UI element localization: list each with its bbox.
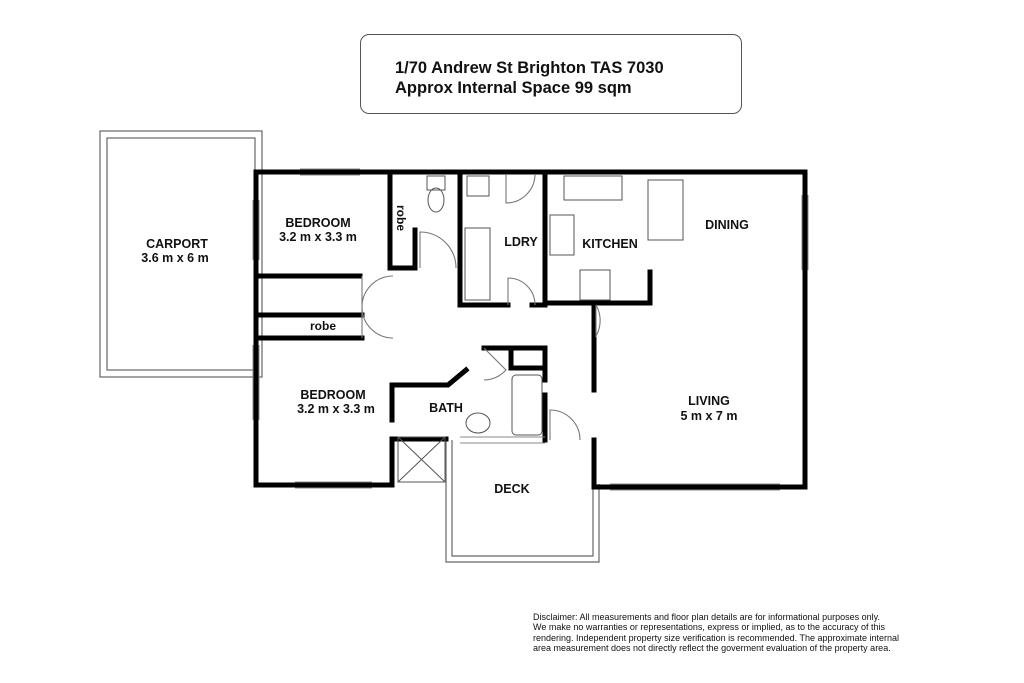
shower	[397, 436, 446, 483]
disclaimer: Disclaimer: All measurements and floor p…	[533, 612, 933, 653]
disclaimer-line: rendering. Independent property size ver…	[533, 632, 900, 643]
windows	[252, 168, 809, 491]
laundry-tub	[466, 175, 490, 197]
robe2-label: robe	[310, 319, 336, 333]
bathtub	[511, 374, 543, 436]
island-bench	[647, 179, 684, 241]
deck-label: DECK	[494, 482, 529, 496]
carport-outline	[99, 130, 263, 378]
disclaimer-line: Disclaimer: All measurements and floor p…	[533, 612, 880, 622]
dishwasher	[579, 269, 611, 301]
kitchen-label: KITCHEN	[582, 237, 638, 251]
disclaimer-line: area measurement does not directly refle…	[533, 642, 891, 653]
deck-outline	[445, 440, 600, 563]
door-swings	[361, 173, 601, 441]
address-title-box: 1/70 Andrew St Brighton TAS 7030 Approx …	[360, 34, 742, 114]
toilet-cistern	[426, 175, 446, 191]
fixtures	[397, 175, 684, 483]
carport-dims: 3.6 m x 6 m	[141, 251, 208, 265]
bedroom1-label: BEDROOM	[285, 216, 350, 230]
bedroom2-label: BEDROOM	[300, 388, 365, 402]
toilet-bowl	[427, 187, 445, 213]
disclaimer-line: We make no warranties or representations…	[533, 622, 885, 633]
laundry-label: LDRY	[504, 235, 538, 249]
bedroom1-dims: 3.2 m x 3.3 m	[279, 230, 357, 244]
exterior-walls	[253, 169, 808, 490]
deck-inner-outline	[451, 440, 594, 557]
bedroom2-dims: 3.2 m x 3.3 m	[297, 402, 375, 416]
basin	[465, 412, 491, 434]
living-label: LIVING	[688, 394, 730, 408]
robe1-label: robe	[394, 205, 408, 231]
internal-area: Approx Internal Space 99 sqm	[395, 79, 632, 97]
property-address: 1/70 Andrew St Brighton TAS 7030	[395, 59, 664, 77]
interior-walls	[253, 171, 653, 490]
laundry-bench	[464, 227, 491, 301]
kitchen-sink	[563, 175, 623, 201]
dining-label: DINING	[705, 218, 749, 232]
carport-label: CARPORT	[146, 237, 208, 251]
living-dims: 5 m x 7 m	[681, 409, 738, 423]
stove	[549, 214, 575, 256]
bath-label: BATH	[429, 401, 463, 415]
